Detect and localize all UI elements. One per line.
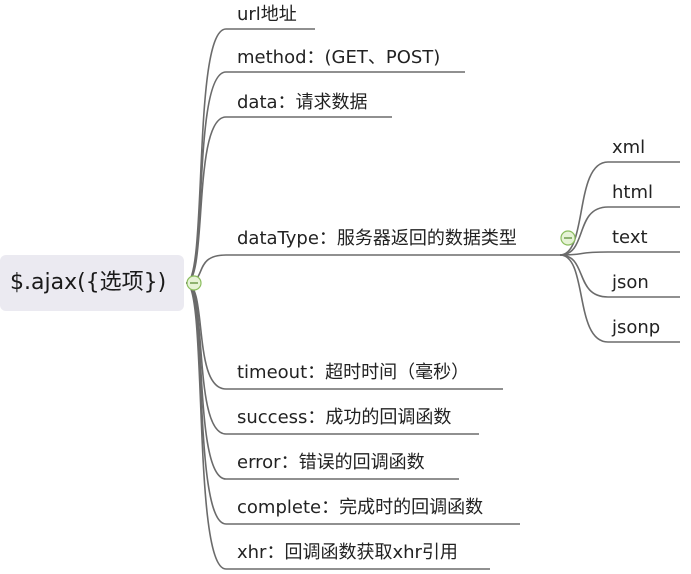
- option-error[interactable]: error：错误的回调函数: [237, 452, 425, 473]
- datatype-xml[interactable]: xml: [612, 137, 646, 158]
- option-connector-1: [185, 71, 465, 284]
- option-url[interactable]: url地址: [237, 4, 297, 25]
- datatype-collapse-toggle[interactable]: [560, 230, 576, 246]
- option-timeout[interactable]: timeout：超时时间（毫秒）: [237, 362, 470, 383]
- root-node[interactable]: $.ajax({选项}): [0, 255, 184, 311]
- datatype-jsonp[interactable]: jsonp: [612, 317, 661, 338]
- option-connector-2: [185, 116, 392, 284]
- root-collapse-toggle[interactable]: [186, 275, 202, 291]
- datatype-connector-3: [559, 254, 680, 298]
- option-xhr[interactable]: xhr：回调函数获取xhr引用: [237, 542, 458, 563]
- option-connector-7: [185, 282, 520, 525]
- datatype-connector-2: [559, 251, 680, 256]
- option-connector-8: [185, 282, 490, 570]
- datatype-html[interactable]: html: [612, 182, 654, 203]
- option-datatype[interactable]: dataType：服务器返回的数据类型: [237, 228, 517, 249]
- datatype-connector-1: [559, 206, 680, 256]
- option-method[interactable]: method：(GET、POST): [237, 47, 441, 68]
- datatype-connector-0: [559, 161, 680, 256]
- option-complete[interactable]: complete：完成时的回调函数: [237, 497, 484, 518]
- datatype-json[interactable]: json: [612, 272, 649, 293]
- option-success[interactable]: success：成功的回调函数: [237, 407, 452, 428]
- root-label: $.ajax({选项}): [10, 270, 167, 295]
- option-data[interactable]: data：请求数据: [237, 92, 368, 113]
- option-connector-3: [185, 254, 560, 284]
- datatype-connector-4: [559, 254, 680, 343]
- toggle-layer: [186, 230, 576, 291]
- datatype-text[interactable]: text: [612, 227, 648, 248]
